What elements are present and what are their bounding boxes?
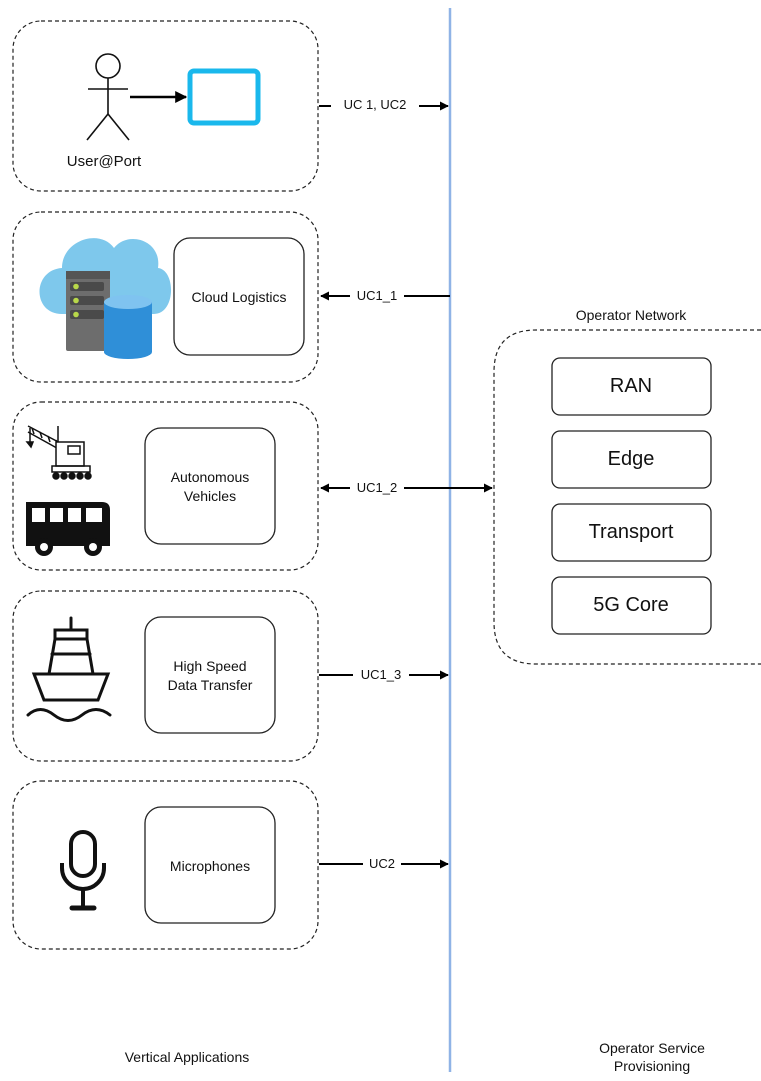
microphones-label: Microphones — [170, 858, 250, 874]
microphone-icon — [60, 830, 106, 911]
ran-label: RAN — [610, 375, 652, 397]
high-speed-container — [12, 590, 319, 762]
high-speed-label-line1: High Speed — [173, 658, 246, 674]
microphones-group: Microphones — [12, 780, 319, 950]
core-5g-box — [551, 576, 712, 635]
cloud-logistics-box — [173, 237, 305, 356]
cloud-logistics-label: Cloud Logistics — [192, 289, 287, 305]
high-speed-group: High Speed Data Transfer — [12, 590, 319, 762]
transport-box — [551, 503, 712, 562]
user-port-container — [12, 20, 319, 192]
autonomous-vehicles-group: Autonomous Vehicles — [12, 401, 319, 571]
operator-network-title: Operator Network — [576, 307, 687, 323]
core-5g-label: 5G Core — [593, 594, 669, 616]
crane-icon — [25, 425, 92, 480]
ran-box — [551, 357, 712, 416]
uc1-2-label: UC1_2 — [357, 480, 397, 495]
vertical-applications-label: Vertical Applications — [125, 1049, 250, 1065]
microphones-box — [144, 806, 276, 924]
actor-label: User@Port — [67, 153, 142, 170]
operator-service-label-line1: Operator Service — [599, 1040, 705, 1056]
operator-network-group: Operator Network RAN Edge Transport 5G C… — [493, 307, 761, 665]
cloud-logistics-group: Cloud Logistics — [12, 211, 319, 383]
person-icon — [86, 53, 130, 141]
bus-icon — [26, 502, 110, 556]
cloud-logistics-container — [12, 211, 319, 383]
cloud-server-icon — [39, 238, 172, 359]
high-speed-box — [144, 616, 276, 734]
high-speed-label-line2: Data Transfer — [168, 677, 253, 693]
autonomous-vehicles-label-line2: Vehicles — [184, 488, 236, 504]
uc1-uc2-label: UC 1, UC2 — [344, 97, 407, 112]
edge-label: Edge — [608, 448, 655, 470]
uc1-1-label: UC1_1 — [357, 288, 397, 303]
transport-label: Transport — [589, 521, 674, 543]
uc2-label: UC2 — [369, 856, 395, 871]
edge-box — [551, 430, 712, 489]
autonomous-vehicles-label-line1: Autonomous — [171, 469, 250, 485]
boat-icon — [26, 616, 112, 722]
operator-service-label-line2: Provisioning — [614, 1058, 690, 1074]
uc1-3-label: UC1_3 — [361, 667, 401, 682]
autonomous-vehicles-box — [144, 427, 276, 545]
user-port-group: User@Port — [12, 20, 319, 192]
tablet-icon — [187, 68, 261, 126]
